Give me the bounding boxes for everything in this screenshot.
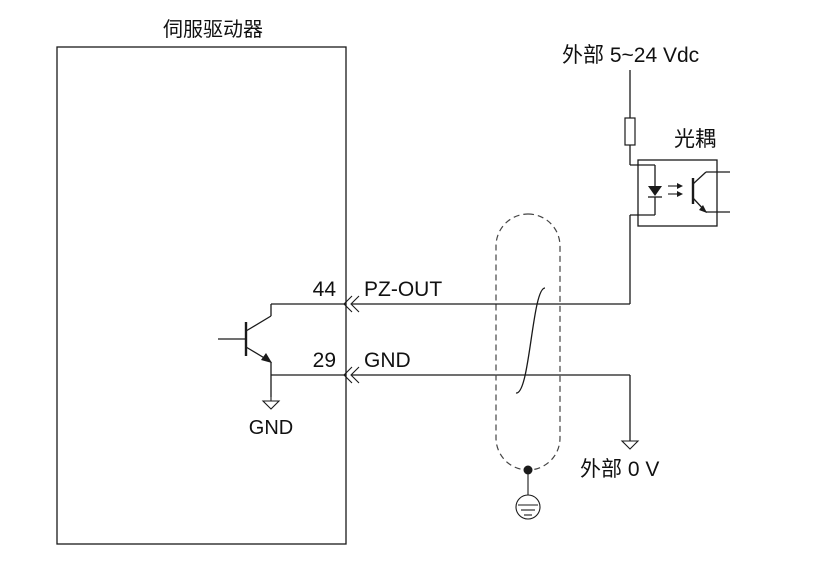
emitter-arrow-icon <box>261 353 272 363</box>
shield-earth-icon <box>515 465 541 520</box>
cable-shield <box>495 213 561 471</box>
driver-ground-icon <box>261 397 281 410</box>
optocoupler-label: 光耦 <box>674 127 716 151</box>
resistor-icon <box>624 117 636 146</box>
pin-29-connector-icon <box>343 366 360 384</box>
pin-44-number: 44 <box>313 278 337 301</box>
driver-ground-label: GND <box>249 417 293 439</box>
pin-44-signal: PZ-OUT <box>364 278 442 301</box>
supply-label: 外部 5~24 Vdc <box>562 44 699 67</box>
pin-29-number: 29 <box>313 349 336 372</box>
external-ground-icon <box>620 440 640 450</box>
pin-29-signal: GND <box>364 349 411 372</box>
twisted-pair-curve <box>515 287 546 394</box>
optocoupler-icon <box>630 159 730 227</box>
npn-transistor <box>218 304 272 397</box>
driver-title: 伺服驱动器 <box>163 17 263 41</box>
pin-44-connector-icon <box>343 295 360 313</box>
external-ground-label: 外部 0 V <box>580 458 659 481</box>
servo-driver-box <box>56 46 347 545</box>
